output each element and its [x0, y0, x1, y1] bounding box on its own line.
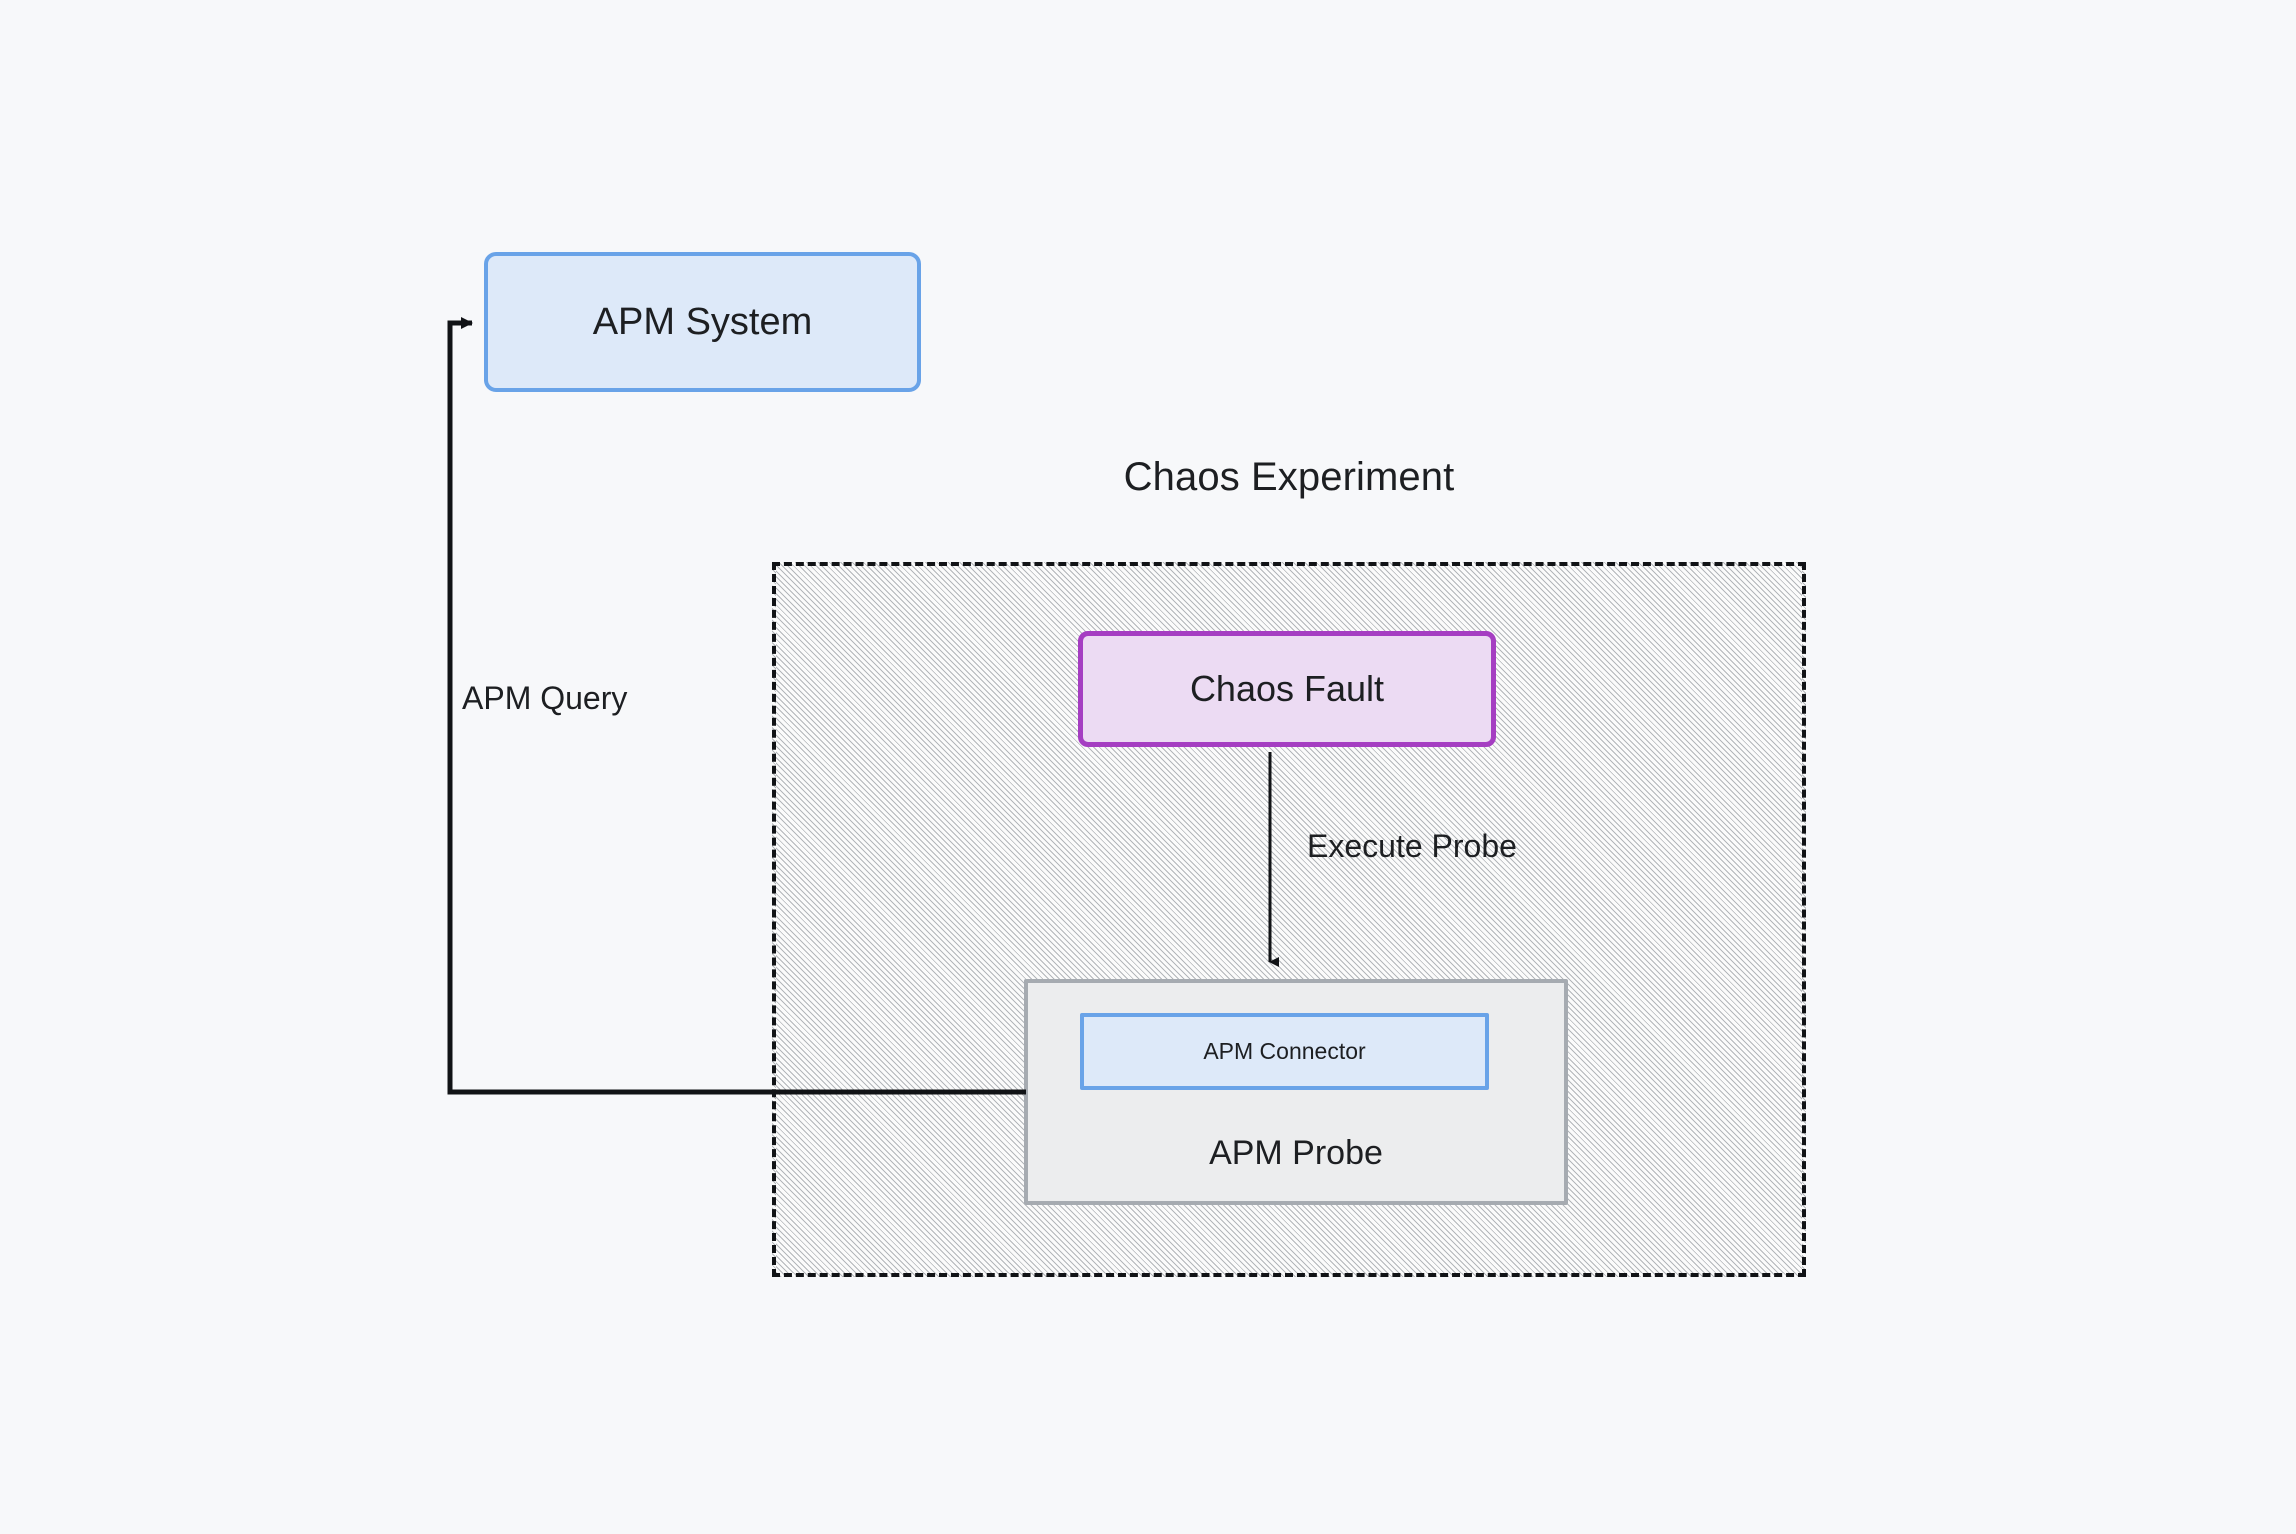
- node-apm-connector-label: APM Connector: [1203, 1038, 1366, 1064]
- node-chaos-fault-label: Chaos Fault: [1189, 668, 1385, 709]
- edge-label-execute-probe: Execute Probe: [1307, 828, 1517, 864]
- node-chaos-fault[interactable]: Chaos Fault: [1078, 631, 1496, 747]
- chaos-experiment-title: Chaos Experiment: [1123, 455, 1455, 499]
- node-apm-connector[interactable]: APM Connector: [1080, 1013, 1489, 1090]
- node-apm-probe-label: APM Probe: [1209, 1134, 1383, 1172]
- node-apm-system[interactable]: APM System: [484, 252, 921, 392]
- edge-label-apm-query: APM Query: [462, 680, 628, 716]
- node-apm-system-label: APM System: [592, 300, 813, 343]
